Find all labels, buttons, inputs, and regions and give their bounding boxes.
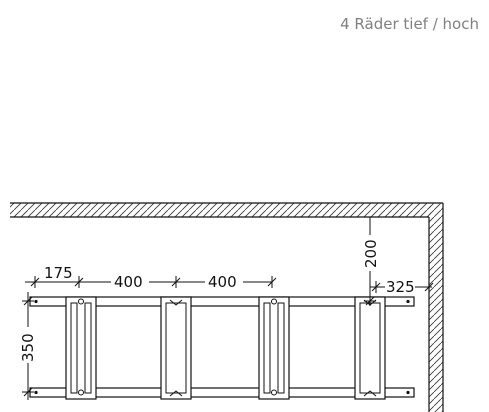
rack-unit-2	[160, 296, 192, 400]
ceiling	[10, 202, 443, 218]
dimension-200: 200	[362, 239, 380, 268]
wall	[428, 203, 444, 412]
dimension-325: 325	[386, 278, 415, 296]
dimension-175: 175	[44, 264, 73, 282]
rack-unit-1	[65, 296, 97, 400]
diagram-title: 4 Räder tief / hoch	[340, 15, 479, 33]
rack-unit-4	[354, 296, 386, 400]
dimension-400-b: 400	[208, 273, 237, 291]
dimension-400-a: 400	[114, 273, 143, 291]
rack-unit-3	[258, 296, 290, 400]
dimension-350: 350	[19, 333, 37, 362]
